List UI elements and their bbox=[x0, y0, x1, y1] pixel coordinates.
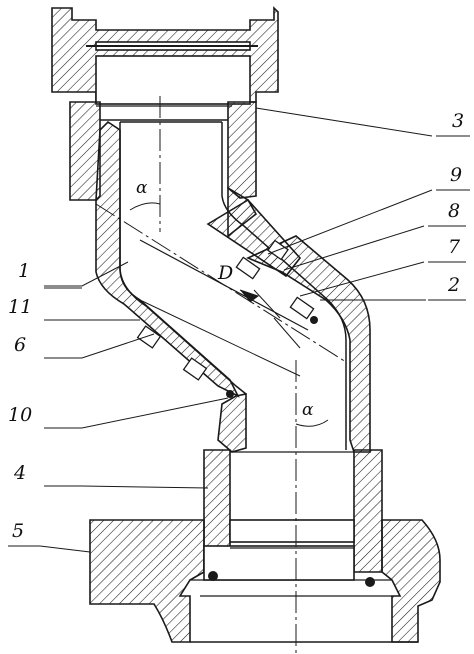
callout-9: 9 bbox=[450, 164, 463, 186]
angle-arcs bbox=[129, 202, 329, 427]
union-nut-part-3 bbox=[51, 6, 279, 105]
upper-sleeve-part-1 bbox=[69, 101, 257, 201]
leader-5 bbox=[39, 545, 91, 553]
diameter-dimension bbox=[239, 289, 301, 349]
centerlines bbox=[95, 96, 347, 654]
leader-7 bbox=[299, 261, 425, 297]
callout-8: 8 bbox=[448, 200, 461, 222]
diameter-label: D bbox=[218, 262, 234, 284]
leader-6 bbox=[44, 333, 155, 359]
leader-8 bbox=[283, 225, 425, 271]
o-rings bbox=[208, 316, 375, 587]
leader-9 bbox=[267, 189, 433, 255]
base-flange-part-5 bbox=[89, 519, 441, 643]
leader-1 bbox=[44, 261, 129, 287]
lower-nipple-part-4 bbox=[203, 449, 383, 573]
fasteners-parts-6-8-9 bbox=[136, 239, 315, 381]
callout-10: 10 bbox=[8, 404, 33, 426]
leader-4 bbox=[44, 485, 209, 489]
leader-3 bbox=[255, 107, 433, 137]
inner-tube bbox=[119, 121, 347, 450]
callout-4: 4 bbox=[14, 462, 27, 484]
callout-2: 2 bbox=[448, 274, 461, 296]
callout-6: 6 bbox=[14, 334, 27, 356]
angle-label-upper: α bbox=[136, 178, 148, 198]
leader-10 bbox=[44, 397, 229, 429]
callout-1: 1 bbox=[18, 260, 31, 282]
leader-lines bbox=[8, 107, 470, 553]
callout-11: 11 bbox=[8, 296, 33, 318]
angle-label-lower: α bbox=[302, 400, 314, 420]
callout-5: 5 bbox=[12, 520, 25, 542]
callout-3: 3 bbox=[452, 110, 465, 132]
callout-7: 7 bbox=[448, 236, 461, 258]
